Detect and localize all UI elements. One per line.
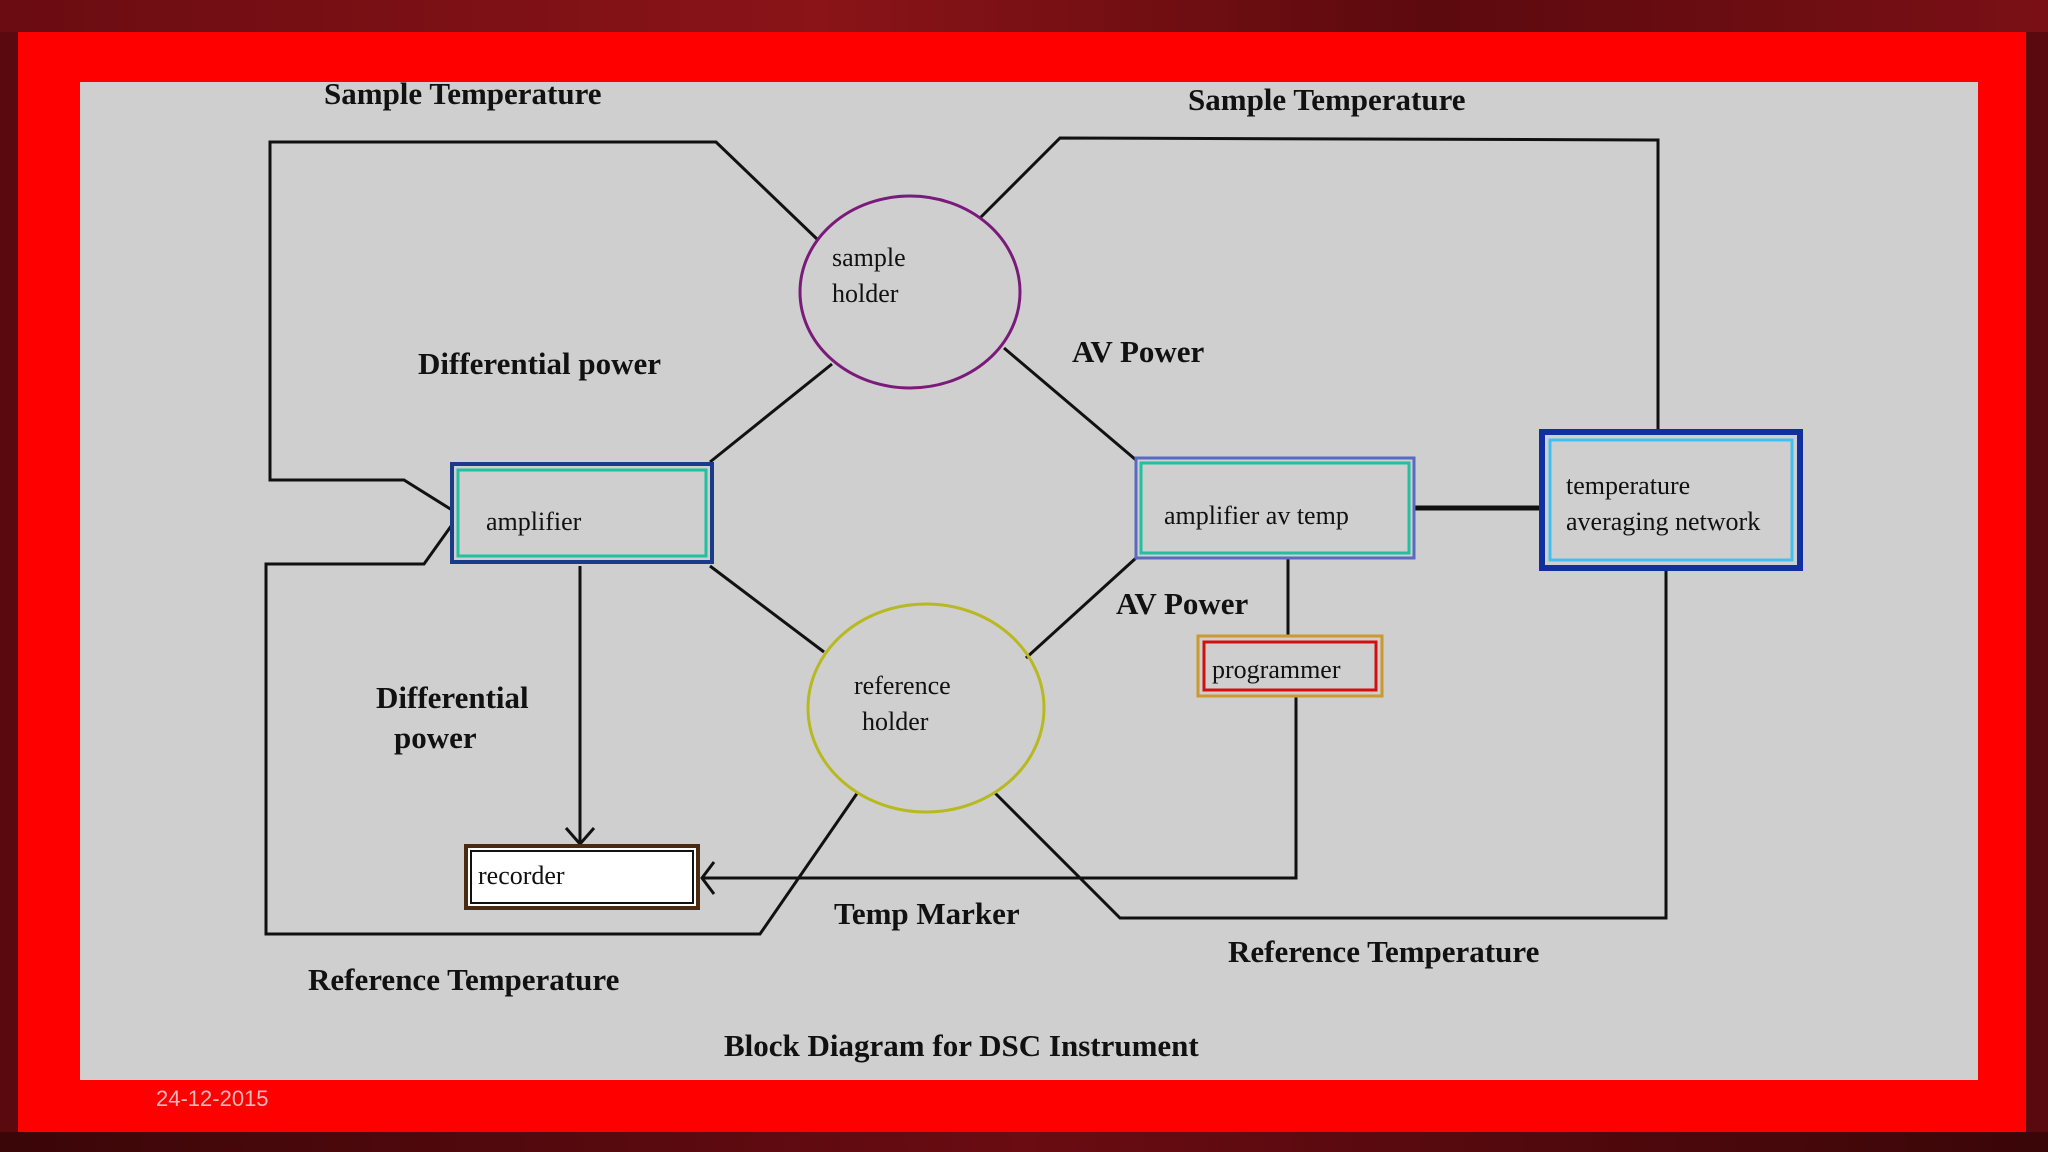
wire-reference-temp-right [992,570,1668,920]
recorder-label: recorder [478,861,565,890]
reference-holder-line-1: reference [854,671,951,700]
label-sample-temperature-left: Sample Temperature [324,76,602,111]
amplifier-block: amplifier [450,462,714,564]
diagram-caption: Block Diagram for DSC Instrument [724,1028,1199,1063]
label-av-power-top: AV Power [1072,334,1205,369]
sample-holder: sample holder [798,194,1022,390]
diagram-panel [80,82,1978,1080]
temperature-averaging-network-block: temperature averaging network [1539,429,1803,571]
label-differential-power-top: Differential power [418,346,661,381]
connection-wires [264,136,1668,936]
reference-holder: reference holder [806,602,1046,814]
programmer-block: programmer [1196,634,1384,698]
wire-reference-temp-left [264,521,860,936]
wire-sample-temp-right [978,136,1660,432]
background-bottom [0,1132,2048,1152]
label-differential-power-bottom-1: Differential [376,680,529,715]
slide-date: 24-12-2015 [156,1086,269,1111]
wire-programmer-recorder [702,696,1298,880]
reference-holder-line-2: holder [862,707,929,736]
recorder-block: recorder [464,844,700,910]
label-av-power-bottom: AV Power [1116,586,1249,621]
sample-holder-line-1: sample [832,243,906,272]
wire-reference-avamp [1024,556,1138,660]
wire-sample-avamp [1003,346,1137,462]
arrowhead-recorder-left [700,861,716,895]
network-label-line-1: temperature [1566,471,1690,500]
network-label-line-2: averaging network [1566,507,1760,536]
wire-amplifier-sample [709,362,833,464]
label-temp-marker: Temp Marker [834,896,1020,931]
diagram-labels: Sample Temperature Sample Temperature Di… [308,76,1539,1063]
amplifier-label: amplifier [486,507,582,536]
amplifier-av-temp-label: amplifier av temp [1164,501,1349,530]
programmer-label: programmer [1212,655,1341,684]
wire-sample-temp-left [268,140,820,512]
amplifier-av-temp-block: amplifier av temp [1134,456,1416,560]
label-reference-temperature-left: Reference Temperature [308,962,619,997]
label-sample-temperature-right: Sample Temperature [1188,82,1466,117]
sample-holder-line-2: holder [832,279,899,308]
background-top [0,0,2048,32]
label-differential-power-bottom-2: power [394,720,477,755]
label-reference-temperature-right: Reference Temperature [1228,934,1539,969]
wire-amplifier-reference [709,564,825,654]
